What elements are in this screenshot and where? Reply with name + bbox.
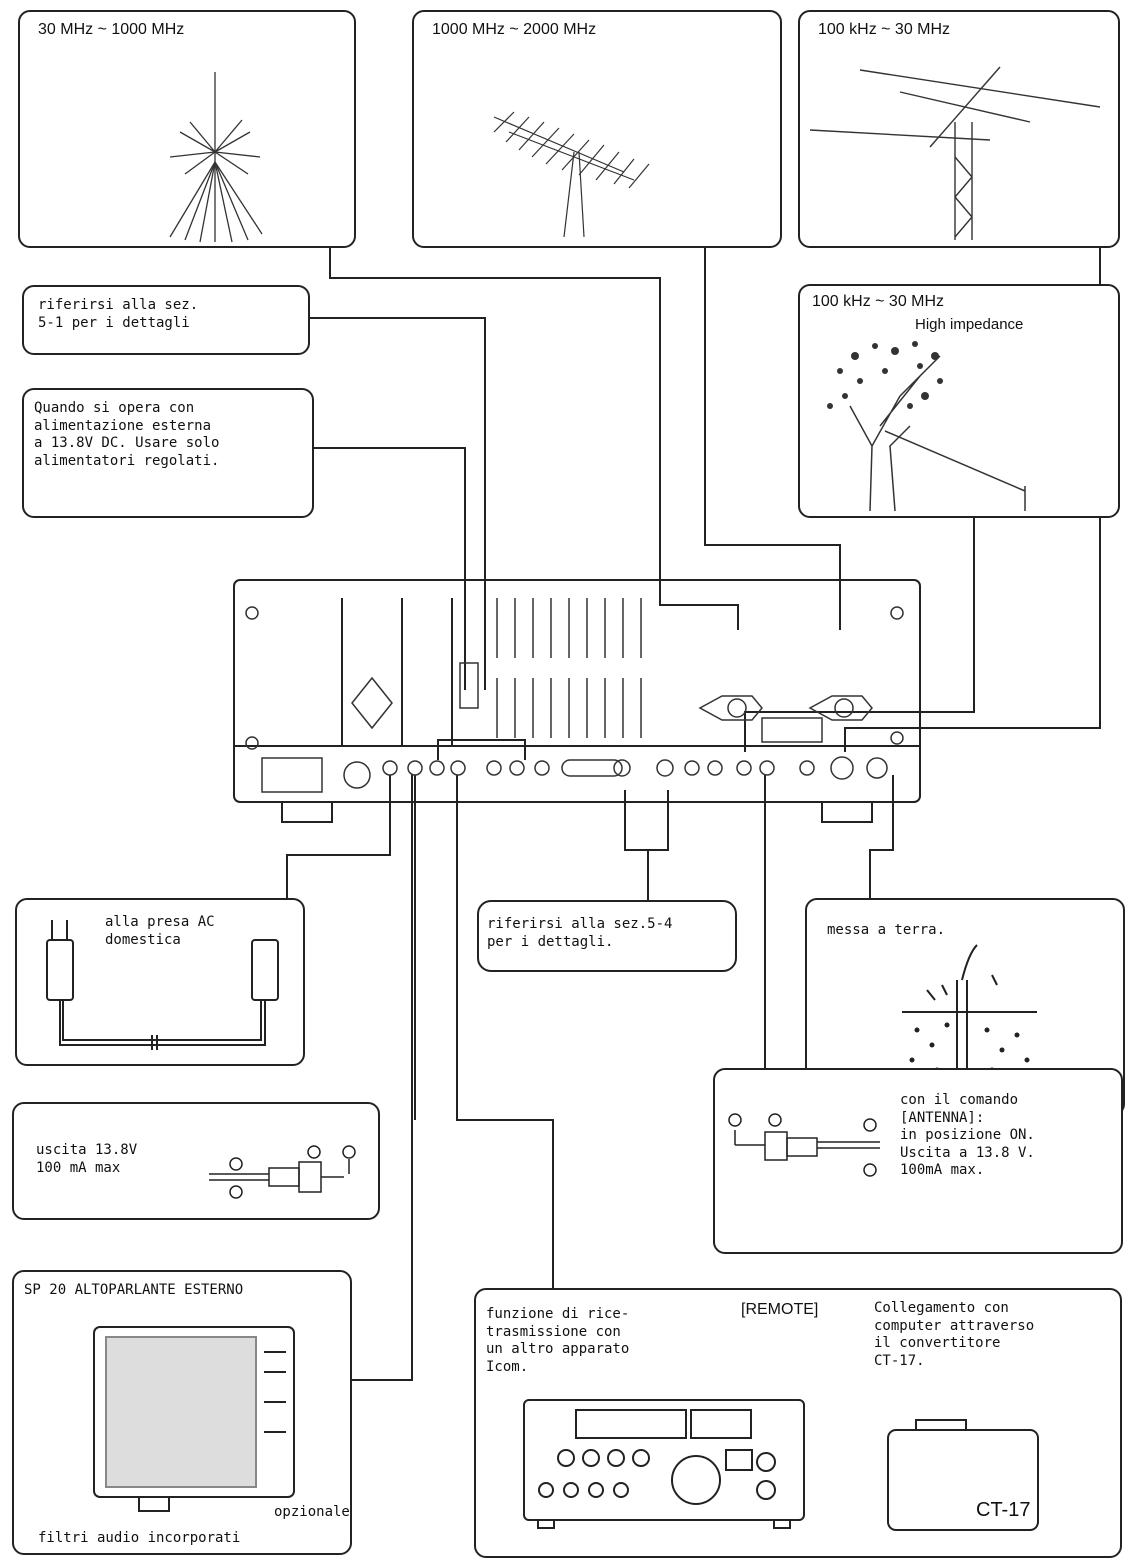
note-text: riferirsi alla sez. 5-1 per i dettagli [38,297,198,332]
note-external-power: Quando si opera con alimentazione estern… [22,388,314,518]
note-ref-5-1: riferirsi alla sez. 5-1 per i dettagli [22,285,310,355]
note-text: riferirsi alla sez.5-4 per i dettagli. [487,916,672,951]
antenna-box-yagi: 100 kHz ~ 30 MHz [798,10,1120,248]
log-periodic-antenna-icon [414,12,784,250]
dc-output-box: uscita 13.8V 100 mA max [12,1102,380,1220]
speaker-filters: filtri audio incorporati [38,1530,240,1548]
ct17-label: CT-17 [976,1498,1030,1523]
antenna-box-30-1000mhz: 30 MHz ~ 1000 MHz [18,10,356,248]
note-ref-5-4: riferirsi alla sez.5-4 per i dettagli. [477,900,737,972]
ac-power-cord-icon [17,900,307,1068]
antenna-box-longwire: 100 kHz ~ 30 MHz High impedance [798,284,1120,518]
transceiver-rear-panel [232,578,922,828]
yagi-tower-antenna-icon [800,12,1122,250]
rear-panel-drawing [232,578,922,828]
remote-box: funzione di rice- trasmissione con un al… [474,1288,1122,1558]
ac-power-cord-box: alla presa AC domestica [15,898,305,1066]
rca-plug-icon [715,1070,1125,1256]
speaker-optional: opzionale [274,1504,350,1522]
antenna-command-box: con il comando [ANTENNA]: in posizione O… [713,1068,1123,1254]
discone-antenna-icon [20,12,358,250]
note-text: Quando si opera con alimentazione estern… [34,400,219,470]
antenna-box-1000-2000mhz: 1000 MHz ~ 2000 MHz [412,10,782,248]
rca-plug-icon [14,1104,382,1222]
external-speaker-box: SP 20 ALTOPARLANTE ESTERNO opzionale fil… [12,1270,352,1555]
tree-wire-antenna-icon [800,286,1122,520]
